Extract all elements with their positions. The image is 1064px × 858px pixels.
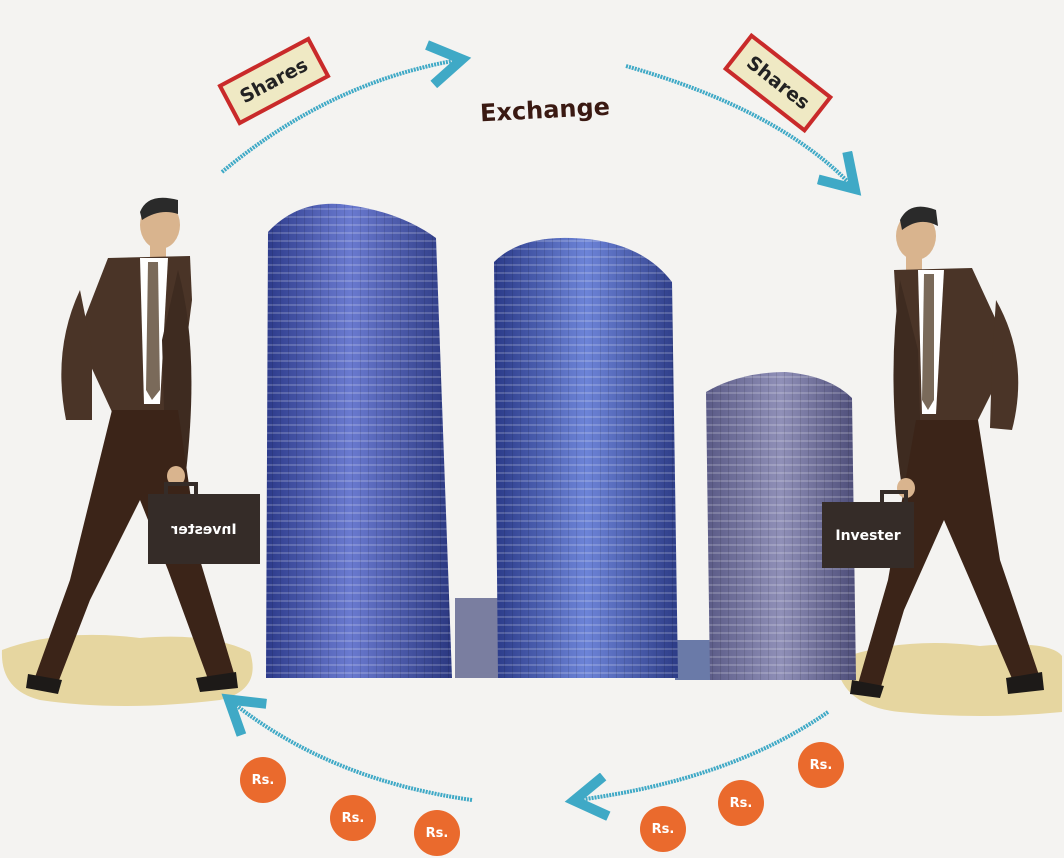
low-building	[675, 640, 715, 680]
shoe	[1006, 672, 1044, 694]
money-arrow-right	[578, 710, 830, 800]
legs	[34, 410, 236, 690]
shoe	[26, 674, 62, 694]
rupee-coin: Rs.	[414, 810, 460, 856]
arm	[61, 290, 92, 420]
briefcase	[148, 494, 260, 564]
rupee-coin: Rs.	[330, 795, 376, 841]
hand	[167, 466, 185, 486]
briefcase-handle	[164, 482, 198, 494]
investor-right: Invester	[822, 206, 1044, 698]
briefcase-handle	[880, 490, 908, 502]
rupee-coin: Rs.	[640, 806, 686, 852]
briefcase	[822, 502, 914, 568]
briefcase-label: Invester	[171, 522, 236, 538]
hair	[140, 197, 178, 220]
rupee-coin: Rs.	[718, 780, 764, 826]
neck	[906, 256, 922, 270]
investor-left: Invester	[26, 197, 260, 694]
shoe	[850, 680, 884, 698]
shoe	[196, 672, 238, 692]
rupee-coin: Rs.	[240, 757, 286, 803]
low-building	[455, 598, 503, 678]
neck	[150, 244, 166, 258]
shares-arrow-right	[625, 64, 852, 186]
tie	[922, 274, 934, 410]
money-arrow-bottom	[232, 702, 473, 802]
rupee-coin: Rs.	[798, 742, 844, 788]
arm	[990, 300, 1019, 430]
legs	[858, 420, 1040, 690]
skyline	[266, 203, 856, 680]
shares-arrow-left	[220, 60, 458, 174]
briefcase-label: Invester	[835, 528, 900, 544]
hair	[900, 206, 938, 230]
tie	[146, 262, 160, 400]
